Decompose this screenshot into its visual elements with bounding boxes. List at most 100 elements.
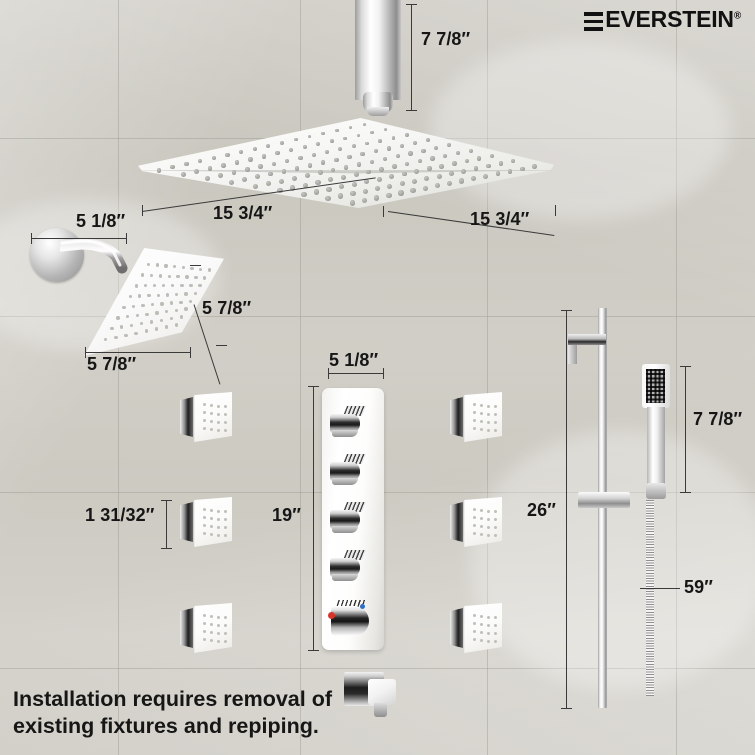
body-jet-right-1[interactable] bbox=[450, 392, 502, 444]
wall-head-nozzle bbox=[164, 325, 169, 329]
rain-nozzle bbox=[248, 157, 253, 162]
dim-label-jet-height: 1 31/32″ bbox=[85, 505, 155, 525]
rain-nozzle bbox=[410, 188, 416, 194]
body-jet-left-1[interactable] bbox=[180, 392, 232, 444]
rain-nozzle bbox=[452, 161, 457, 166]
rain-nozzle bbox=[386, 146, 391, 151]
rain-nozzle bbox=[495, 171, 501, 177]
dim-line-hand-shower bbox=[685, 366, 686, 492]
jet-nozzle bbox=[487, 615, 490, 619]
rain-nozzle bbox=[320, 160, 326, 165]
rain-nozzle bbox=[408, 151, 413, 156]
rain-nozzle bbox=[461, 168, 467, 174]
rain-nozzle bbox=[228, 179, 235, 185]
jet-side bbox=[450, 502, 463, 542]
dim-label-panel-height: 19″ bbox=[272, 505, 301, 525]
rain-nozzle bbox=[242, 177, 248, 183]
jet-nozzle bbox=[217, 533, 220, 537]
rain-nozzle bbox=[350, 191, 356, 197]
jet-nozzle bbox=[494, 429, 497, 433]
wall-head-nozzle bbox=[189, 299, 193, 304]
wall-head-nozzle bbox=[207, 268, 212, 272]
dim-tick bbox=[190, 347, 191, 358]
wall-head-nozzle bbox=[145, 312, 149, 316]
wall-head-nozzle bbox=[173, 265, 177, 269]
rain-nozzle bbox=[293, 137, 298, 142]
rain-nozzle bbox=[422, 185, 428, 191]
handle-body bbox=[330, 462, 360, 481]
wall-head-nozzle bbox=[174, 323, 179, 327]
dim-label-wall-head-width: 5 7/8″ bbox=[87, 354, 137, 374]
wall-head-nozzle bbox=[164, 310, 169, 314]
rain-nozzle bbox=[252, 146, 257, 151]
rain-nozzle bbox=[519, 166, 525, 172]
rain-nozzle bbox=[447, 143, 452, 148]
body-jet-right-2[interactable] bbox=[450, 497, 502, 549]
jet-nozzle bbox=[480, 516, 483, 520]
rain-nozzle bbox=[239, 149, 244, 154]
dim-label-hand-shower: 7 7/8″ bbox=[693, 409, 743, 429]
jet-nozzle bbox=[203, 524, 206, 527]
jet-nozzle bbox=[217, 428, 220, 432]
rain-nozzle bbox=[411, 178, 417, 184]
thermostatic-temperature-dial[interactable] bbox=[327, 600, 371, 638]
rain-nozzle bbox=[304, 173, 310, 178]
rain-nozzle bbox=[307, 134, 312, 139]
rain-nozzle bbox=[443, 153, 448, 159]
rain-nozzle bbox=[404, 161, 410, 167]
jet-nozzle bbox=[217, 615, 220, 619]
rain-nozzle bbox=[382, 156, 387, 162]
wall-head-nozzle bbox=[176, 274, 180, 279]
dim-label-wall-head-side: 5 7/8″ bbox=[202, 298, 252, 318]
jet-nozzle bbox=[210, 403, 213, 407]
rain-nozzle bbox=[284, 158, 290, 164]
wall-head-nozzle bbox=[147, 262, 151, 267]
rain-nozzle bbox=[426, 166, 432, 172]
hand-shower-holder[interactable] bbox=[578, 492, 630, 508]
handle-tail bbox=[332, 526, 358, 533]
jet-nozzle bbox=[210, 427, 213, 431]
jet-nozzle bbox=[487, 404, 490, 408]
body-jet-left-3[interactable] bbox=[180, 603, 232, 655]
dim-label-hose: 59″ bbox=[684, 577, 713, 597]
thermostatic-valve-panel[interactable] bbox=[322, 388, 384, 650]
jet-nozzle bbox=[494, 616, 497, 620]
wall-escutcheon bbox=[30, 228, 84, 282]
rain-nozzle bbox=[373, 149, 378, 154]
diverter-handle-3[interactable] bbox=[328, 502, 368, 533]
dim-tick bbox=[31, 233, 32, 244]
rain-head-edge bbox=[138, 170, 554, 174]
rain-nozzle bbox=[302, 182, 308, 188]
jet-nozzle bbox=[224, 526, 227, 530]
diverter-handle-1[interactable] bbox=[328, 406, 368, 437]
dim-line-jet-height bbox=[166, 500, 167, 548]
rain-nozzle bbox=[317, 170, 323, 176]
wand-handle bbox=[647, 407, 665, 485]
rain-nozzle bbox=[414, 169, 420, 174]
wall-head-nozzle bbox=[189, 284, 193, 288]
jet-nozzle bbox=[487, 623, 490, 627]
rain-nozzle bbox=[329, 139, 334, 144]
body-jet-left-2[interactable] bbox=[180, 497, 232, 549]
jet-nozzle bbox=[210, 630, 213, 634]
wall-head-nozzle bbox=[184, 307, 188, 311]
diverter-handle-2[interactable] bbox=[328, 454, 368, 485]
hand-shower-wand[interactable] bbox=[641, 364, 671, 504]
wall-head-nozzle bbox=[169, 316, 174, 321]
jet-plate bbox=[194, 392, 232, 442]
brand-logo: EVERSTEIN® bbox=[584, 8, 741, 31]
body-jet-right-3[interactable] bbox=[450, 603, 502, 655]
wall-head-nozzle bbox=[152, 284, 157, 288]
wall-head-nozzle bbox=[124, 333, 128, 337]
diverter-handle-4[interactable] bbox=[328, 550, 368, 581]
jet-nozzle bbox=[224, 421, 227, 425]
wall-head-nozzle bbox=[143, 284, 148, 288]
rain-nozzle bbox=[434, 183, 440, 189]
dim-label-panel-width: 5 1/8″ bbox=[329, 350, 379, 370]
holder-block bbox=[578, 492, 630, 508]
wall-head-nozzle bbox=[158, 274, 163, 278]
jet-nozzle bbox=[217, 631, 220, 635]
jet-nozzle bbox=[487, 412, 490, 416]
jet-nozzle bbox=[494, 518, 497, 522]
